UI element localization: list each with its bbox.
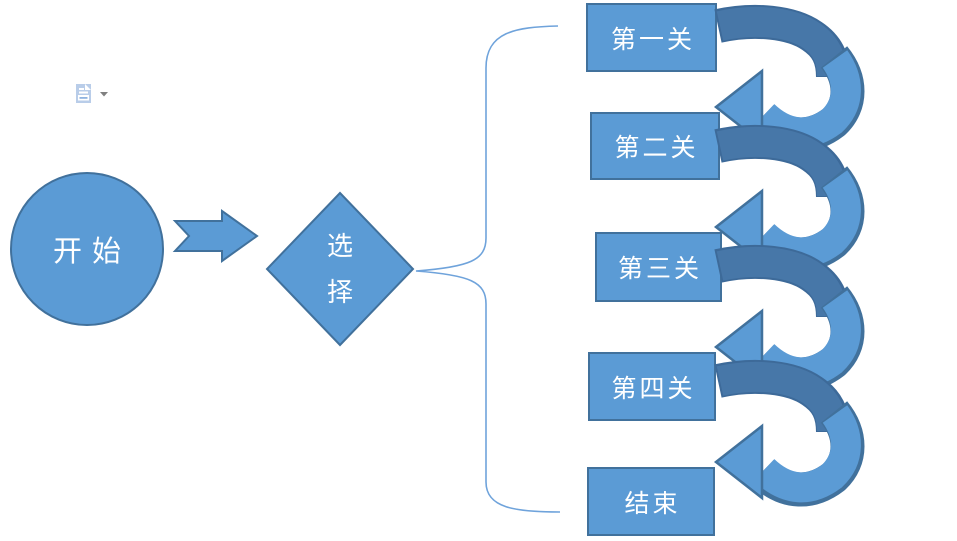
level-box-1[interactable]: 第一关 <box>586 3 717 72</box>
level-label-1: 第一关 <box>610 26 695 54</box>
paste-document-icon <box>76 84 91 103</box>
left-brace-shape[interactable] <box>410 20 570 520</box>
level-box-2[interactable]: 第二关 <box>590 112 720 180</box>
level-box-3[interactable]: 第三关 <box>595 232 722 302</box>
start-circle-shape[interactable]: 开始 <box>10 172 164 326</box>
start-label: 开始 <box>52 236 131 268</box>
curved-arrow-1[interactable] <box>716 22 848 143</box>
curved-arrows-layer <box>700 0 880 541</box>
notched-right-arrow[interactable] <box>170 203 265 265</box>
level-box-5[interactable]: 结束 <box>587 467 715 536</box>
chevron-down-icon <box>100 92 108 97</box>
decision-diamond-shape[interactable]: 选 择 <box>262 188 418 352</box>
level-label-3: 第三关 <box>617 256 702 283</box>
curved-arrow-2[interactable] <box>716 142 848 263</box>
paste-options-button[interactable] <box>74 82 110 106</box>
level-label-2: 第二关 <box>614 135 699 162</box>
decision-label: 选 择 <box>326 232 353 307</box>
level-label-4: 第四关 <box>611 375 696 403</box>
level-box-4[interactable]: 第四关 <box>588 352 716 421</box>
curved-arrow-4[interactable] <box>716 377 848 498</box>
level-label-5: 结束 <box>624 490 681 518</box>
